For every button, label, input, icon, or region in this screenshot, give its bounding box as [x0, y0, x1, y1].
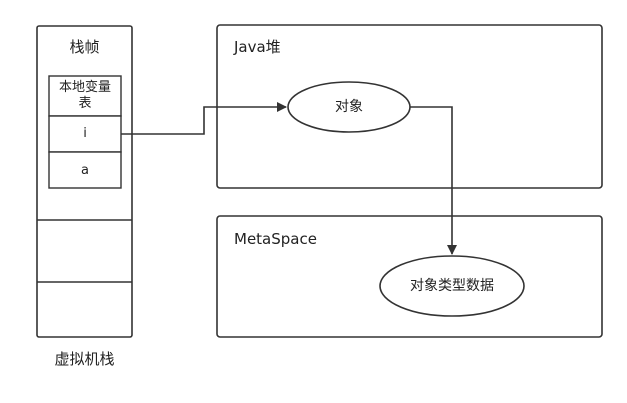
- pointer-arrow-object-to-type-data: [410, 106, 457, 255]
- local-var-table-label: 本地变量表: [58, 80, 111, 111]
- type-data-label: 对象类型数据: [410, 278, 494, 294]
- var-i-label: i: [83, 126, 87, 141]
- var-a-label: a: [81, 163, 89, 178]
- stack-frame-title: 栈帧: [69, 38, 100, 56]
- var-a-cell: [48, 151, 122, 189]
- object-label: 对象: [335, 99, 363, 115]
- vm-stack-caption: 虚拟机栈: [54, 350, 115, 368]
- java-heap-title: Java堆: [234, 38, 281, 56]
- reference-arrow-i-to-object: [121, 102, 287, 135]
- metaspace-title: MetaSpace: [234, 230, 317, 248]
- local-var-table-header-cell: [48, 75, 122, 117]
- type-data-node: [379, 255, 525, 317]
